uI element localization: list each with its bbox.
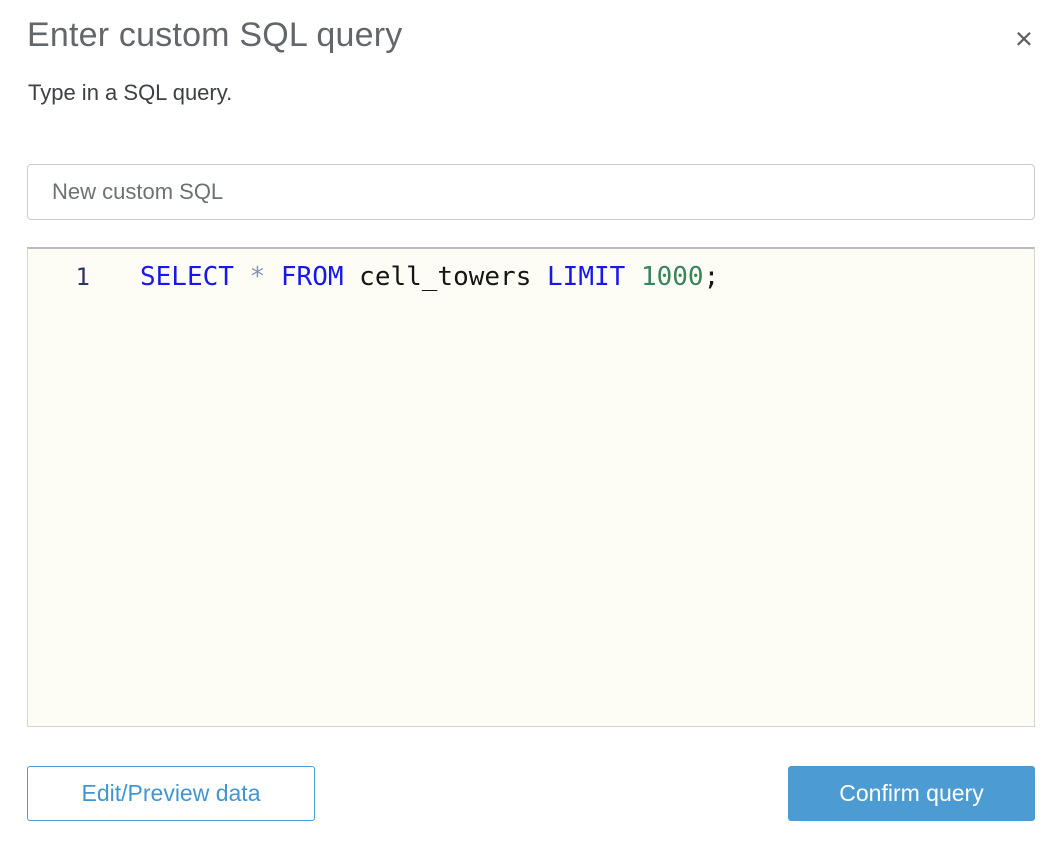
edit-preview-data-button[interactable]: Edit/Preview data: [27, 766, 315, 822]
custom-sql-dialog: Enter custom SQL query × Type in a SQL q…: [27, 13, 1035, 822]
close-icon[interactable]: ×: [1014, 21, 1033, 56]
code-line-row: 1 SELECT * FROM cell_towers LIMIT 1000;: [28, 260, 1034, 294]
dialog-subtitle: Type in a SQL query.: [28, 80, 233, 106]
dialog-footer: Edit/Preview data Confirm query: [27, 766, 1035, 822]
page-title: Enter custom SQL query: [27, 16, 403, 54]
code-line-content: SELECT * FROM cell_towers LIMIT 1000;: [140, 262, 720, 293]
editor-line-number: 1: [75, 263, 90, 292]
dialog-header: Enter custom SQL query ×: [27, 13, 1035, 57]
custom-sql-name-input[interactable]: [27, 164, 1035, 221]
sql-code-editor[interactable]: 1 SELECT * FROM cell_towers LIMIT 1000;: [27, 247, 1035, 728]
confirm-query-button[interactable]: Confirm query: [788, 766, 1035, 822]
